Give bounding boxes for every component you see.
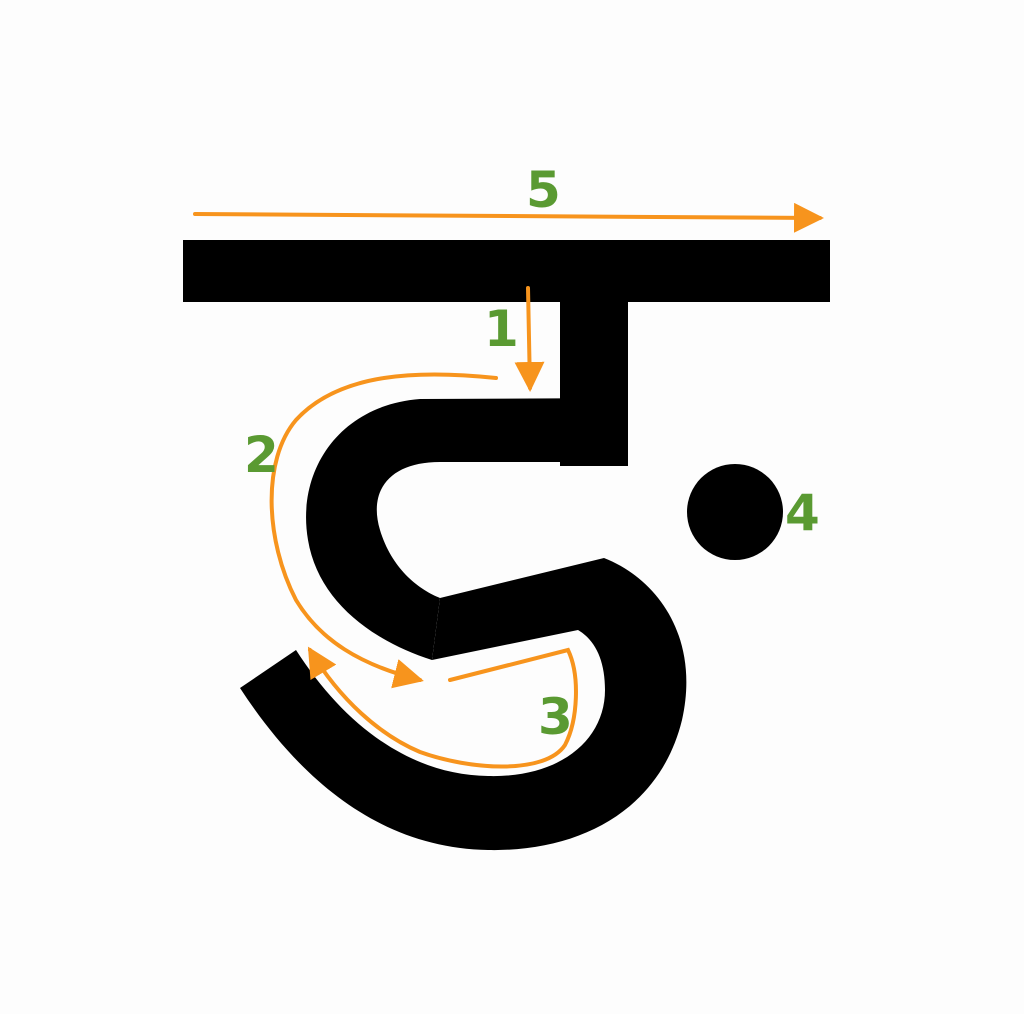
stroke-arrows <box>193 202 824 769</box>
arrow-step-3 <box>307 646 578 769</box>
step-label-1: 1 <box>484 300 519 358</box>
step-label-2: 2 <box>244 426 279 484</box>
arrow-step-5 <box>193 202 824 233</box>
arrow-step-1 <box>514 286 545 392</box>
step-label-3: 3 <box>538 688 573 746</box>
step-labels: 5 1 2 3 4 <box>244 161 820 746</box>
glyph-upper-loop <box>306 398 628 660</box>
arrow-step-2 <box>269 372 498 689</box>
glyph-headline-bar <box>183 240 830 302</box>
step-label-4: 4 <box>785 484 820 542</box>
glyph <box>183 240 830 851</box>
step-label-5: 5 <box>526 161 561 219</box>
glyph-dot <box>687 464 783 560</box>
glyph-lower-bowl <box>240 558 687 851</box>
